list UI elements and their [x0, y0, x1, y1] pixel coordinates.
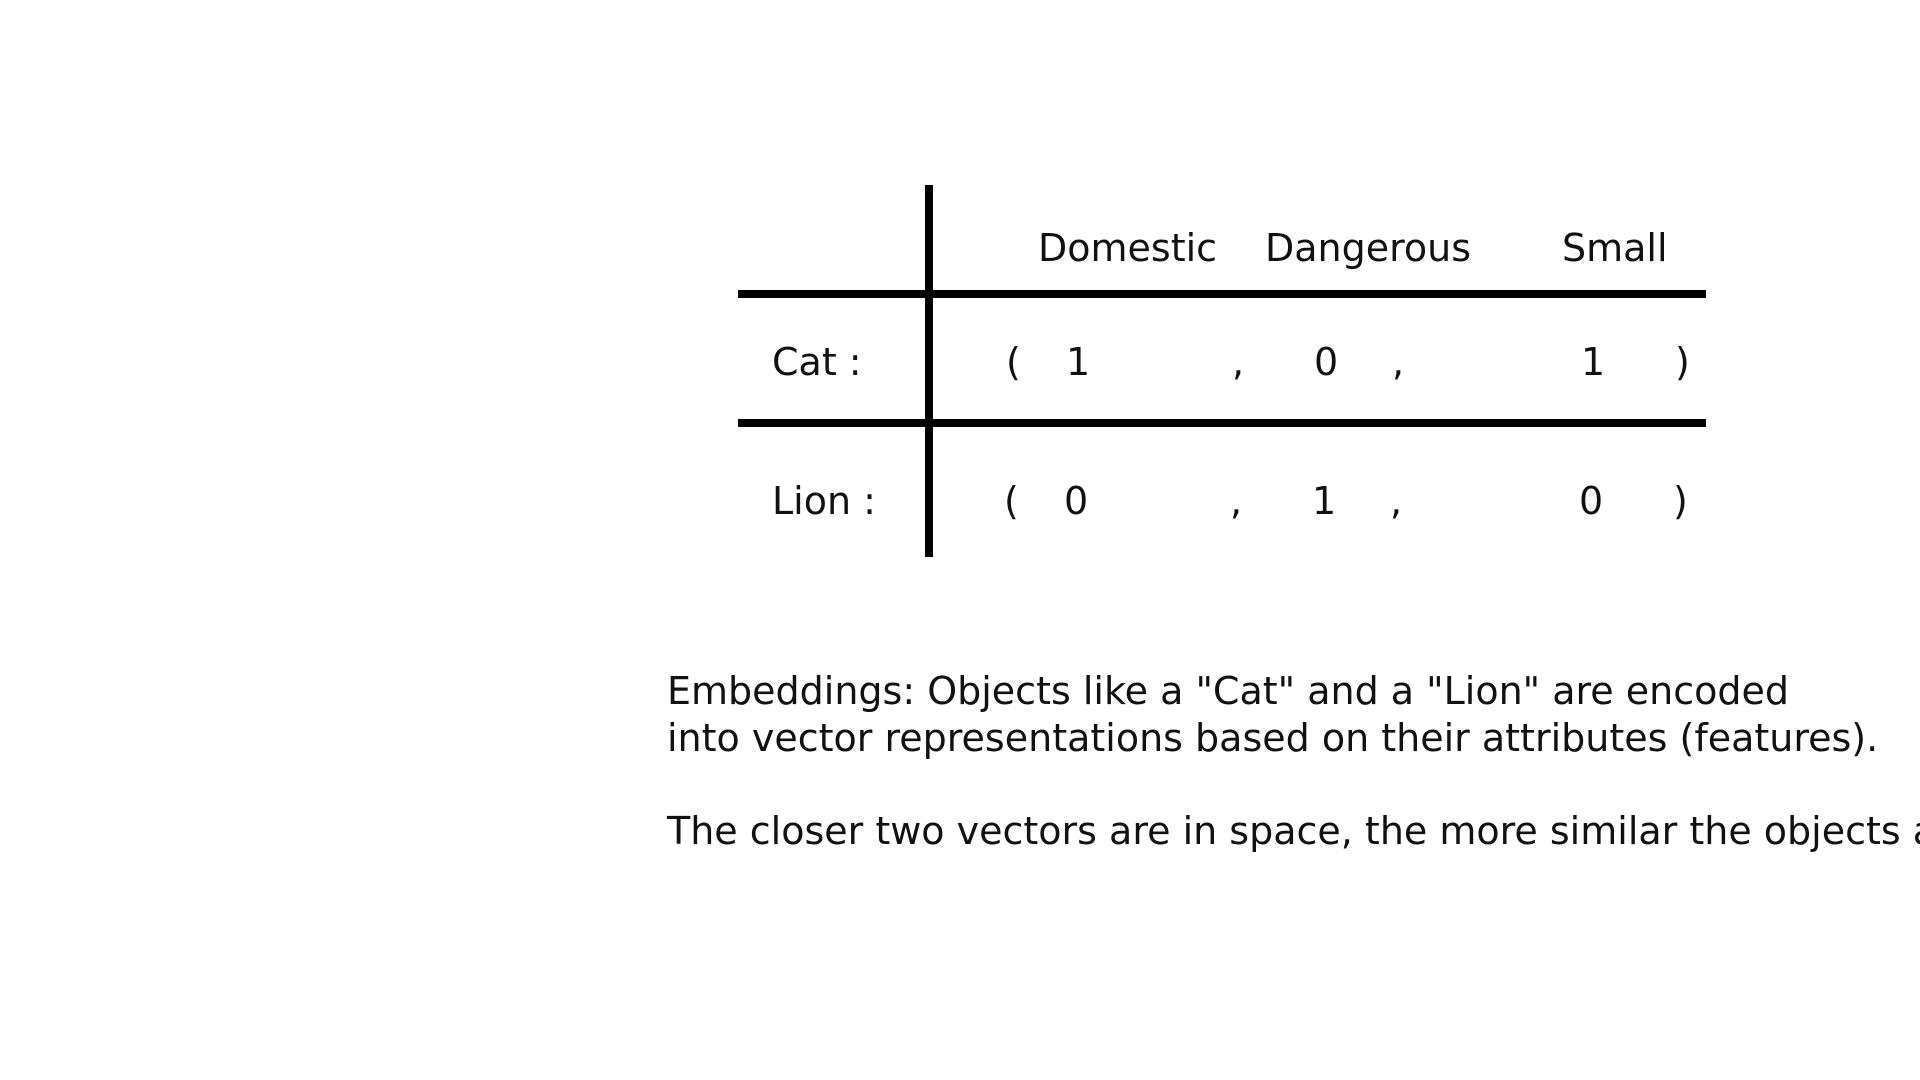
cat-close-paren: ): [1675, 340, 1690, 384]
column-header-domestic: Domestic: [1038, 226, 1218, 270]
column-header-dangerous: Dangerous: [1265, 226, 1472, 270]
lion-open-paren: (: [1004, 479, 1019, 523]
cat-open-paren: (: [1006, 340, 1021, 384]
description-line-2: into vector representations based on the…: [667, 716, 1879, 760]
header-divider: [738, 290, 1706, 298]
lion-value-domestic: 0: [1064, 479, 1089, 523]
cat-value-dangerous: 0: [1314, 340, 1339, 384]
cat-separator-1: ,: [1232, 340, 1245, 384]
lion-close-paren: ): [1673, 479, 1688, 523]
cat-value-small: 1: [1581, 340, 1606, 384]
column-header-small: Small: [1562, 226, 1668, 270]
description-line-1: Embeddings: Objects like a "Cat" and a "…: [667, 669, 1789, 713]
cat-separator-2: ,: [1392, 340, 1405, 384]
vertical-divider: [925, 185, 933, 557]
description-line-3: The closer two vectors are in space, the…: [667, 809, 1920, 853]
lion-value-small: 0: [1579, 479, 1604, 523]
row-divider: [738, 419, 1706, 427]
row-label-lion: Lion :: [772, 479, 876, 523]
row-label-cat: Cat :: [772, 340, 862, 384]
lion-separator-2: ,: [1390, 479, 1403, 523]
cat-value-domestic: 1: [1066, 340, 1091, 384]
lion-value-dangerous: 1: [1312, 479, 1337, 523]
lion-separator-1: ,: [1230, 479, 1243, 523]
